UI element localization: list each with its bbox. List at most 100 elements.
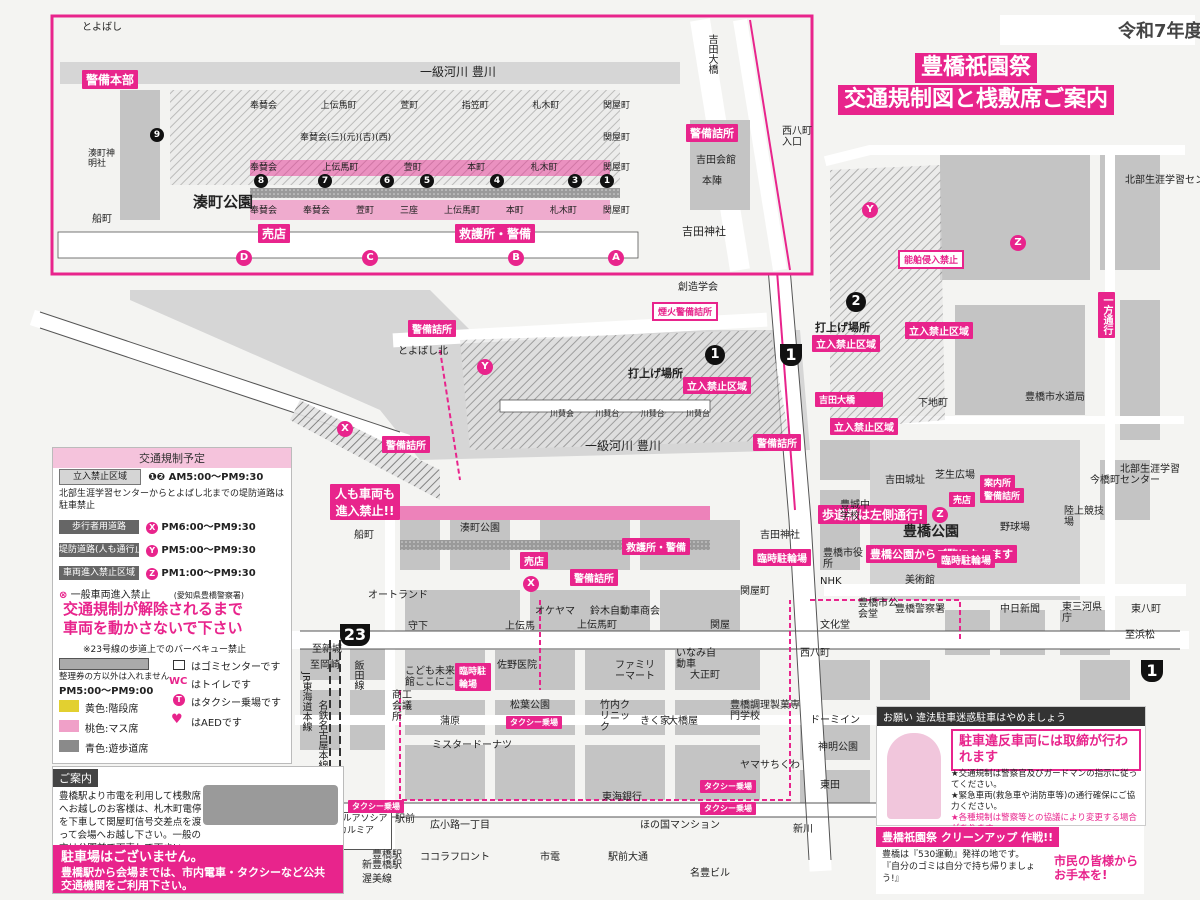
- stand-4-6: 札木町: [549, 206, 577, 216]
- ippo-tsuko-label: 一方通行: [1098, 292, 1115, 338]
- notice-b2: ★緊急車両(救急車や消防車等)の通行確保にご協力ください。: [951, 791, 1136, 812]
- uchiage-1: 打上げ場所: [628, 367, 683, 380]
- sozoku-label: 創造学会: [678, 282, 718, 293]
- nishi-hatcho-label: 西八町入口: [782, 126, 812, 148]
- minato-park-main: 湊町公園: [460, 523, 500, 534]
- stand-1-0: 奉賛会: [250, 101, 278, 111]
- tokai-bank-label: 東海銀行: [602, 792, 642, 803]
- otorando-label: オートランド: [368, 590, 428, 601]
- rinji-chusha-main: 臨時駐輪場: [753, 549, 811, 566]
- route-1-sign-2: 1: [1141, 660, 1163, 682]
- legend-x-icon: X: [146, 522, 159, 534]
- legend-big-1: 交通規制が解除されるまで: [63, 600, 244, 618]
- toyojo-label: 豊城中学校: [840, 500, 870, 522]
- bijutsukan-label: 美術館: [905, 575, 935, 586]
- kiku-label: きく家: [640, 716, 670, 727]
- tachiiri-3: 立入禁止区域: [905, 322, 973, 339]
- legend-blue: 青色:遊歩道席: [85, 744, 149, 755]
- legend-big-2: 車両を動かさないで下さい: [63, 619, 243, 637]
- stand-3-2: 萱町: [403, 163, 422, 173]
- route-1-sign: 1: [780, 344, 802, 366]
- honjin-label: 本陣: [702, 176, 722, 187]
- minato-shrine-label: 湊町神明社: [88, 149, 116, 169]
- page-title: 豊橋祇園祭 交通規制図と桟敷席ご案内: [826, 52, 1126, 116]
- hito-mo-label: 人も車両も進入禁止!!: [330, 484, 400, 520]
- rinji-chusha-3: 臨時駐輪場: [455, 663, 491, 691]
- shibafu-label: 芝生広場: [935, 470, 975, 481]
- gate-num-5: 5: [420, 174, 434, 188]
- year-label: 令和7年度: [1118, 21, 1200, 42]
- meitetsu-label: 名豊ビル: [690, 868, 730, 879]
- gate-num-9: 9: [150, 128, 164, 142]
- legend-row5-note: (愛知県豊橋警察署): [173, 591, 245, 600]
- shindenmachi-label: 至新城: [312, 644, 342, 655]
- funa-label: 船町: [92, 214, 112, 225]
- legend-swatch-2: 歩行者用道路: [59, 520, 139, 534]
- kamidenma-shop: 上伝馬: [505, 621, 535, 632]
- toyobashi-kita-label: とよばし北: [398, 346, 448, 357]
- toyobashi-label: とよばし: [82, 22, 122, 33]
- keibi-tsumesho-4: 警備詰所: [753, 434, 801, 451]
- legend-blue-swatch: [59, 740, 79, 752]
- stand-row-3: 奉賛会 上伝馬町 萱町 本町 札木町 関屋町: [250, 160, 630, 173]
- yoshida-shrine-main: 吉田神社: [760, 530, 800, 541]
- legend-stand-label: 整理券の方以外は入れません: [59, 672, 170, 682]
- suzuki-label: 鈴木自動車商会: [590, 606, 660, 617]
- gate-num-8: 8: [254, 174, 268, 188]
- okazaki-label: 至岡崎: [310, 660, 340, 671]
- guide-p2: 豊橋駅から会場までは、市内電車・タクシーなど公共交通機関をご利用下さい。: [61, 866, 325, 892]
- legend-note-1: 北部生涯学習センターからとよばし北までの堤防道路は駐車禁止: [59, 489, 285, 511]
- legend-header: 交通規制予定: [53, 448, 291, 468]
- annaijo-label: 案内所: [980, 475, 1016, 490]
- shiden-label: 市電: [540, 852, 560, 863]
- main-stand-1: 川賛台: [595, 409, 620, 418]
- gate-num-4: 4: [490, 174, 504, 188]
- noshu-label: 能舶侵入禁止: [898, 250, 965, 269]
- enka-keibi-label: 煙火警備詰所: [652, 302, 719, 321]
- cleanup-panel: 豊橋祇園祭 クリーンアップ 作戦!! 豊橋は『530運動』発祥の地です。 『自分…: [876, 826, 1144, 894]
- stand-4-0: 奉賛会: [250, 206, 278, 216]
- tram-icon: [203, 785, 338, 825]
- stand-4-5: 本町: [505, 206, 524, 216]
- taxi-stand-2: タクシー乗場: [700, 780, 756, 793]
- uchiage-2: 打上げ場所: [815, 321, 870, 334]
- yamasa-label: ヤマサちくわ: [740, 760, 800, 771]
- stand-2-0: 奉賛会(三)(元)(吉)(西): [300, 133, 392, 143]
- clean-header: 豊橋祇園祭 クリーンアップ 作戦!!: [876, 827, 1060, 847]
- zone-z-park: Z: [932, 507, 948, 523]
- karumia-label: カルミア: [337, 826, 374, 836]
- baiten-main: 売店: [520, 552, 548, 569]
- ohashi-label: 大橋屋: [668, 716, 698, 727]
- gate-num-3: 3: [568, 174, 582, 188]
- funacho-label: 船町: [354, 530, 374, 541]
- koukaido-label: 豊橋市公会堂: [858, 598, 898, 620]
- stand-3-3: 本町: [467, 163, 486, 173]
- chunichi-label: 中日新聞: [1000, 604, 1040, 615]
- police-officer-icon: [887, 733, 941, 819]
- hono-label: ほの国マンション: [640, 820, 720, 831]
- tachiiri-4: 立入禁止区域: [830, 418, 898, 435]
- stand-3-1: 上伝馬町: [322, 163, 359, 173]
- nishi-hatcho-label-2: 西八町: [800, 648, 830, 659]
- main-stand-0: 川賛会: [550, 409, 574, 418]
- keibi-tsumesho-3: 警備詰所: [382, 436, 430, 453]
- river-label-top: 一級河川 豊川: [420, 65, 496, 79]
- sekiya-label: 関屋: [710, 620, 730, 631]
- yoshida-shrine-label: 吉田神社: [682, 225, 726, 238]
- keibi-tsumesho-5: 警備詰所: [570, 569, 618, 586]
- stand-4-7: 関屋町: [602, 206, 630, 216]
- legend-z-icon: Z: [146, 568, 159, 580]
- taxi-stand-1: タクシー乗場: [506, 716, 562, 729]
- guide-p1: 駐車場はございません。: [61, 850, 204, 865]
- iinami-label: いなみ自動車: [676, 648, 716, 670]
- family-label: ファミリーマート: [615, 660, 655, 682]
- higashida-label: 東田: [820, 780, 840, 791]
- stand-4-2: 萱町: [355, 206, 374, 216]
- kyugo-label: 救護所・警備: [455, 224, 536, 243]
- jr-tokaido-label: JR東海道本線: [300, 672, 311, 732]
- baiten-label: 売店: [258, 224, 291, 243]
- stand-4-4: 上伝馬町: [443, 206, 480, 216]
- stand-1-4: 札木町: [532, 101, 560, 111]
- atsumi-label: 渥美線: [362, 874, 392, 885]
- legend-yellow: 黄色:階段席: [85, 704, 139, 715]
